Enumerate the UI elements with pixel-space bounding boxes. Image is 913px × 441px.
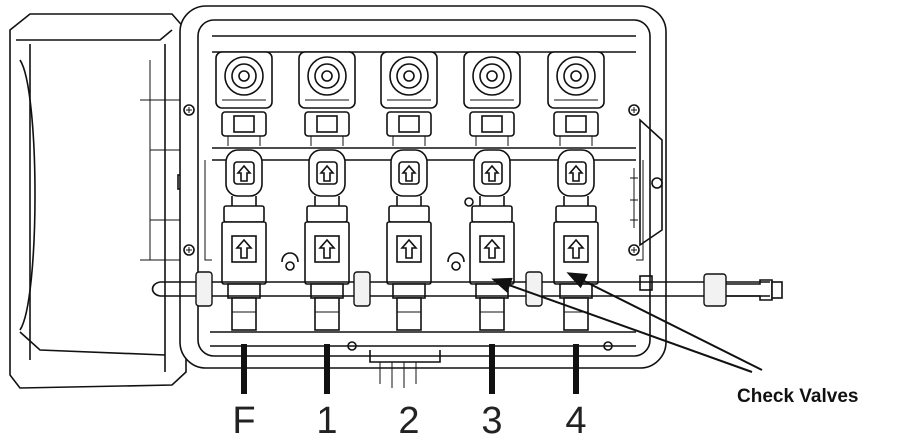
cabinet-cover [9,13,191,389]
label-f: F [232,400,255,436]
label-1: 1 [316,400,337,436]
manifold-tube [151,252,783,307]
supply-line-4 [573,344,579,394]
screw-icon-group [183,104,640,256]
supply-line-f [241,344,247,394]
callout-arrow-valve-3 [491,277,753,373]
check-valves-label: Check Valves [737,386,858,407]
label-2: 2 [398,400,419,436]
label-3: 3 [481,400,502,436]
label-4: 4 [565,400,586,436]
supply-line-1 [324,344,330,394]
supply-lines [241,344,579,394]
supply-line-3 [489,344,495,394]
line-labels: F 1 2 3 4 [232,400,586,441]
callout-arrow-valve-4 [566,272,763,371]
callout-arrows [491,272,763,373]
drain-parts [210,331,636,388]
